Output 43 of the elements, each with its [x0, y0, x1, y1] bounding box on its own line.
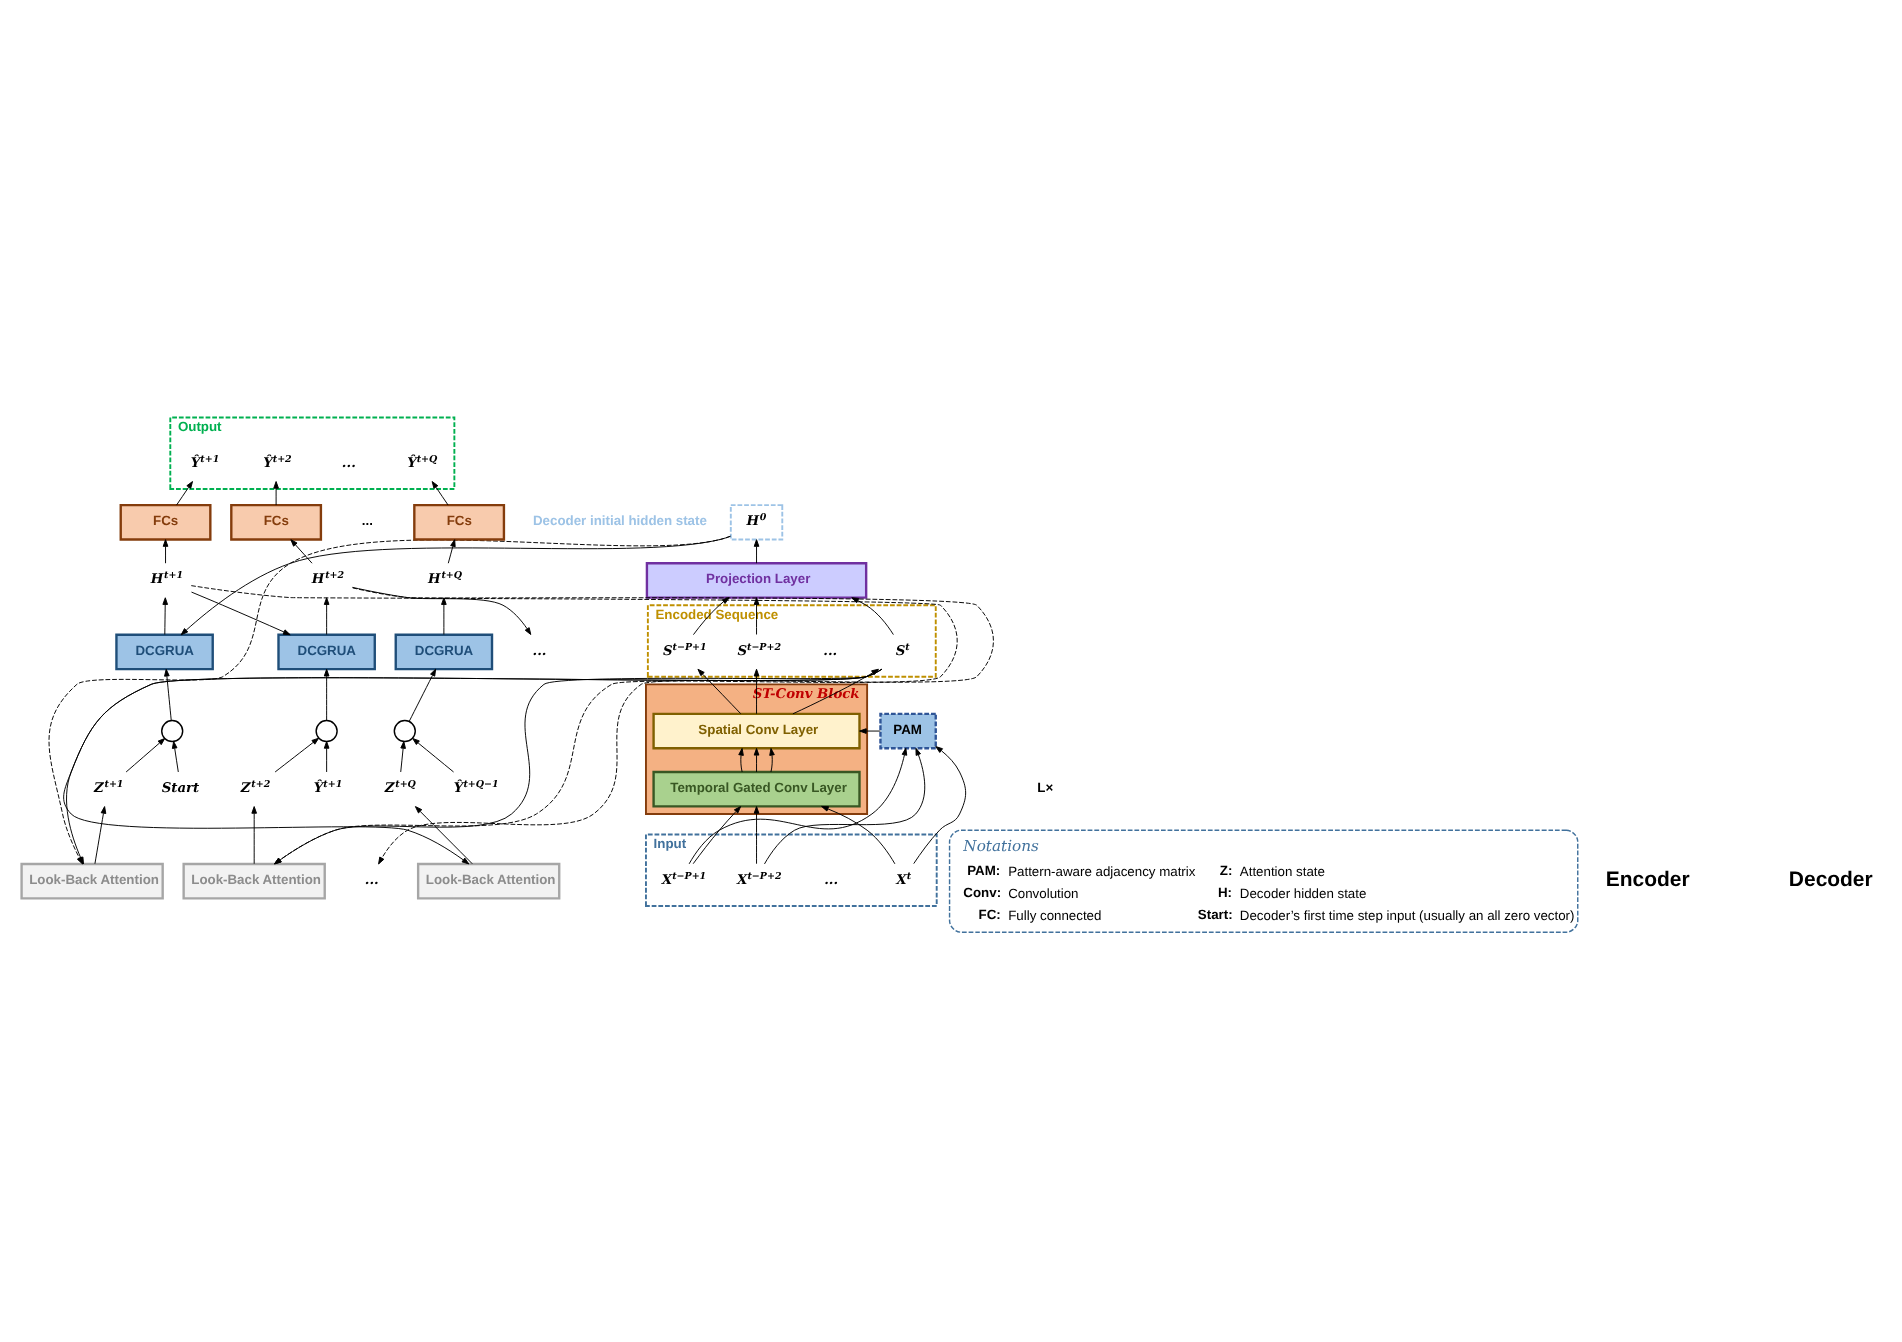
- node-circle: [315, 719, 338, 743]
- arrow: [290, 539, 313, 564]
- arrow: [323, 668, 330, 721]
- arrow: [412, 738, 455, 773]
- arrow: [125, 738, 166, 773]
- arrow: [191, 591, 291, 636]
- label: Decoder: [1788, 869, 1873, 892]
- arrow: [738, 747, 744, 773]
- arrow: [688, 747, 908, 865]
- arrow: [414, 806, 473, 865]
- arrow: [94, 806, 107, 865]
- arrow: [431, 481, 449, 506]
- arrow: [323, 741, 330, 773]
- arrow: [441, 597, 447, 635]
- arrow: [769, 747, 775, 773]
- arrow: [764, 747, 926, 865]
- arrow: [859, 728, 881, 734]
- arrow: [251, 806, 257, 865]
- arrow: [351, 586, 532, 635]
- arrow: [352, 587, 994, 865]
- arrow: [400, 741, 406, 773]
- label: Encoder: [1605, 869, 1690, 892]
- arrow: [753, 539, 760, 564]
- arrow: [323, 597, 330, 635]
- arrow: [753, 806, 760, 865]
- arrow: [274, 737, 320, 773]
- arrow: [408, 668, 437, 722]
- arrow: [274, 668, 883, 865]
- arrow: [162, 597, 169, 635]
- arrow: [447, 539, 456, 564]
- arrow: [273, 481, 279, 506]
- arrow: [913, 746, 967, 865]
- arrow: [692, 806, 742, 865]
- arrow: [176, 481, 193, 506]
- arrow: [753, 747, 760, 773]
- node-circle: [161, 719, 184, 743]
- node-circle: [393, 719, 416, 743]
- arrow: [821, 805, 896, 865]
- arrow: [697, 668, 742, 715]
- arrow: [171, 741, 179, 773]
- arrow: [164, 668, 172, 721]
- arrow: [162, 539, 169, 564]
- arrow: [190, 585, 958, 865]
